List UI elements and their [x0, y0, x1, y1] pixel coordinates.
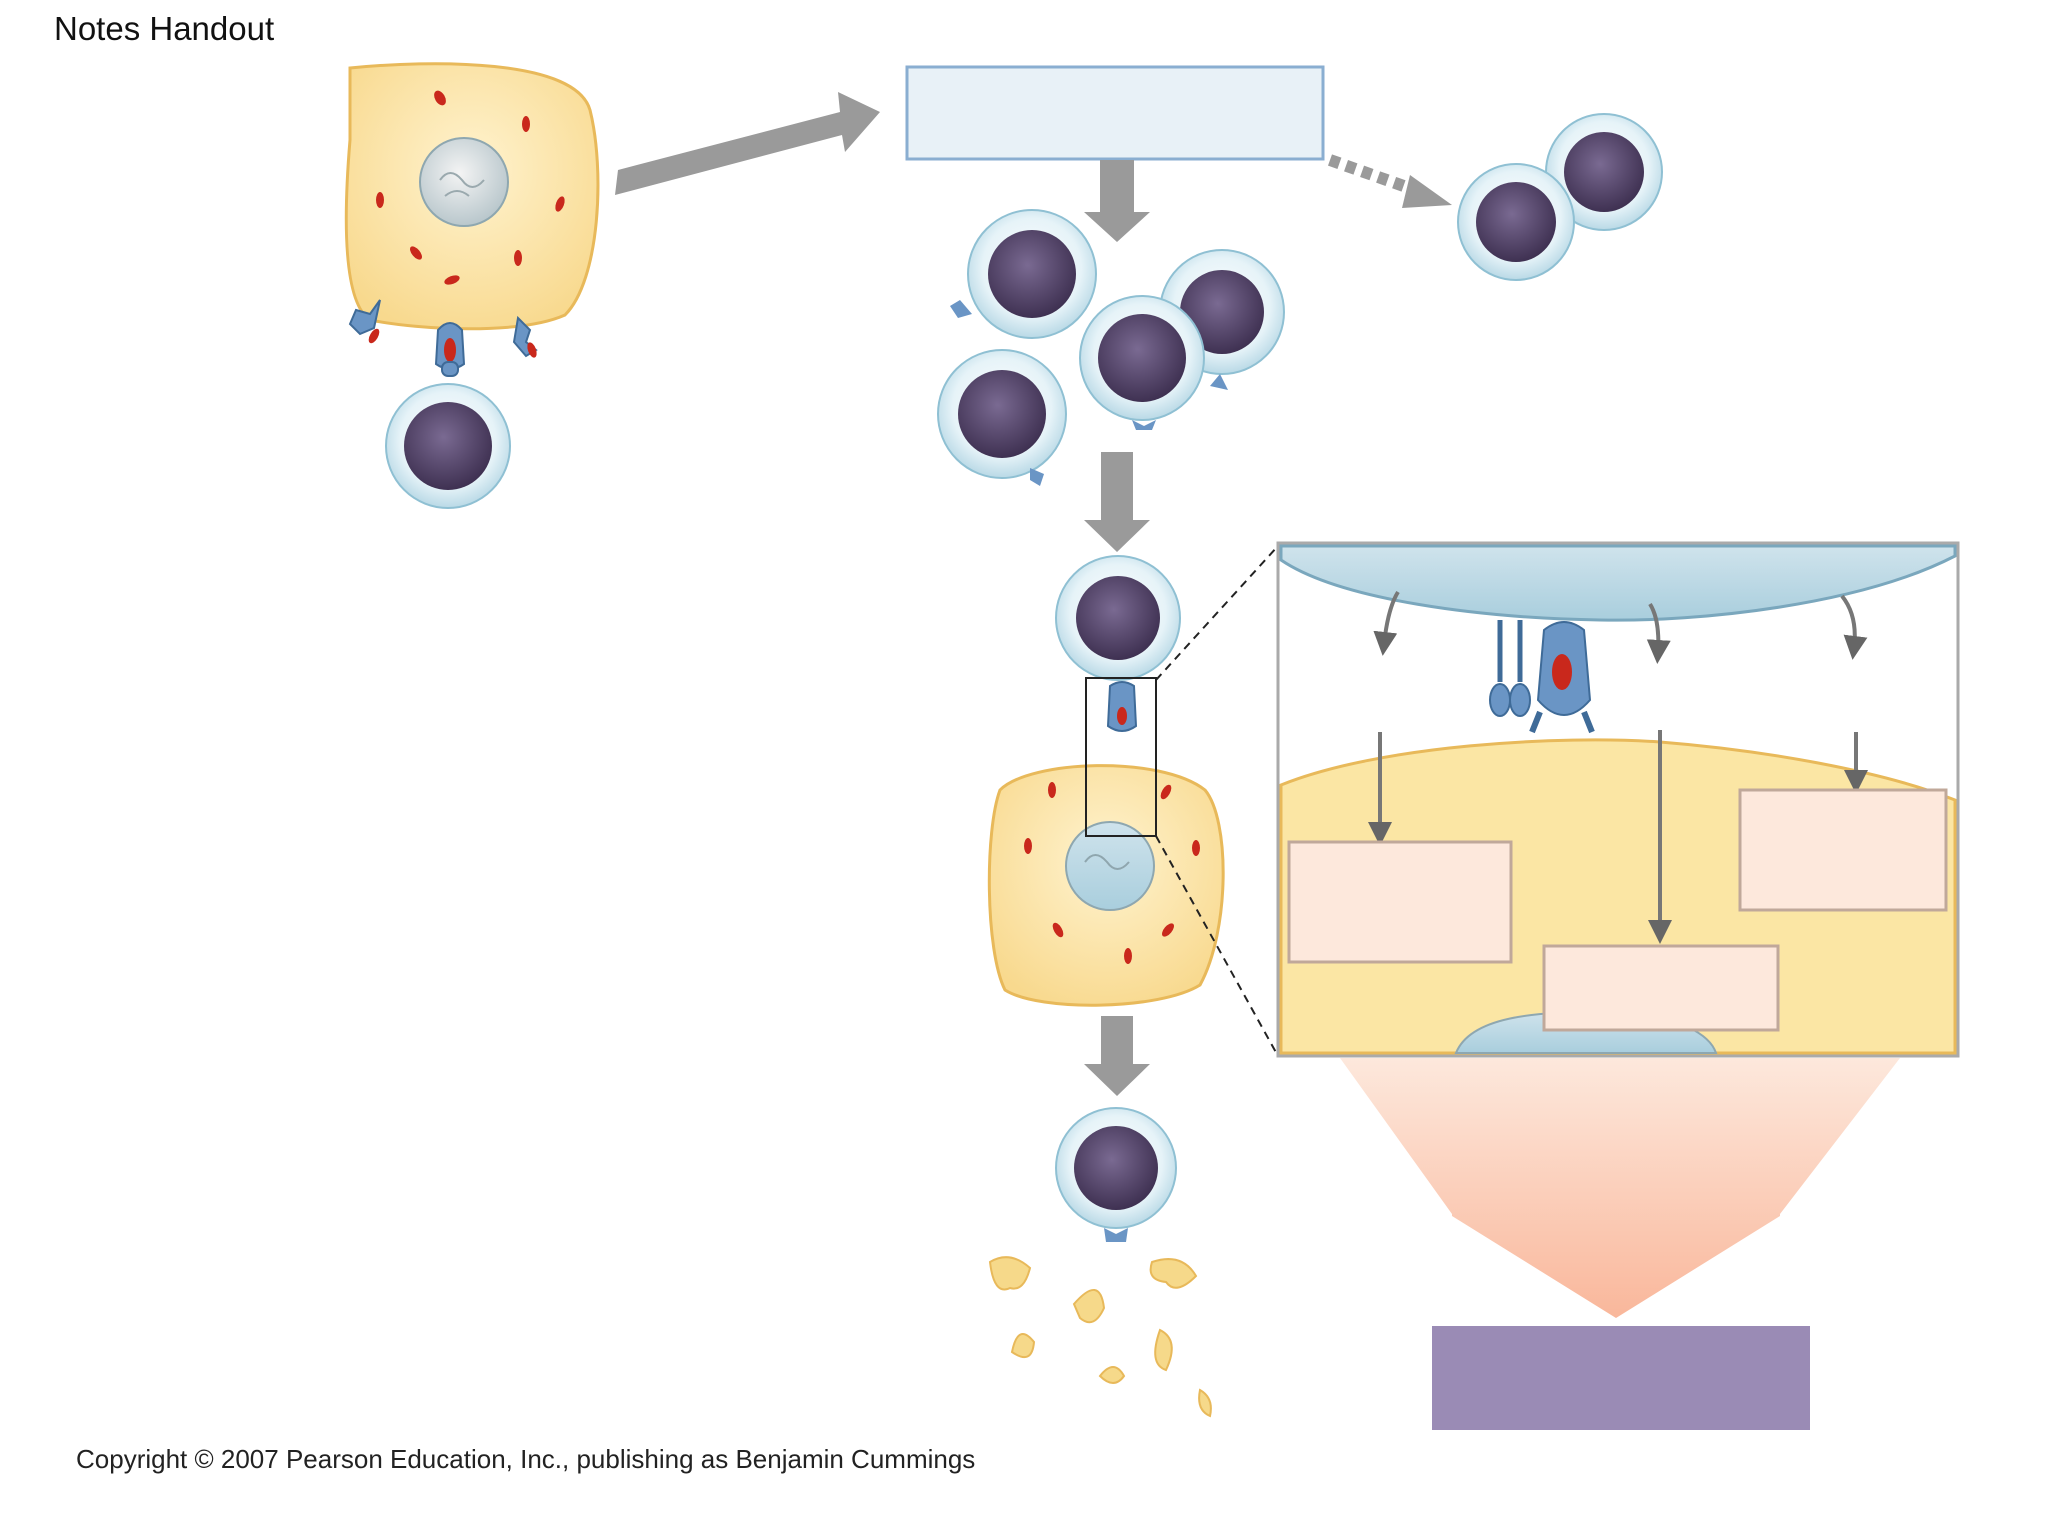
arrow-memory-dashed	[1328, 154, 1452, 208]
blank-label-box-top	[905, 65, 1325, 161]
page-title: Notes Handout	[54, 10, 275, 47]
arrow-activation	[615, 92, 880, 195]
arrow-down-to-target	[1084, 452, 1150, 552]
t-cell-after-lysis	[1055, 1107, 1177, 1242]
blank-label-box-right	[1738, 788, 1948, 912]
cloned-t-cells	[937, 209, 1285, 486]
memory-cells	[1457, 113, 1663, 281]
zoom-region-box	[1085, 677, 1157, 837]
antigen-presenting-cell-top	[344, 62, 600, 331]
infected-target-cell	[987, 764, 1225, 1007]
blank-label-box-left	[1287, 840, 1513, 964]
t-cell-top-left	[385, 383, 511, 509]
cytotoxic-t-cell	[1055, 555, 1181, 732]
arrow-down-proliferation	[1084, 160, 1150, 242]
copyright-notice: Copyright © 2007 Pearson Education, Inc.…	[76, 1444, 976, 1474]
mhc-receptor-complex-top	[348, 299, 538, 377]
arrow-down-lysis	[1084, 1016, 1150, 1096]
blank-result-box	[1432, 1326, 1810, 1430]
summary-funnel-arrow	[1340, 1058, 1900, 1318]
blank-label-box-center	[1542, 944, 1780, 1032]
lysed-cell-debris	[988, 1256, 1212, 1418]
